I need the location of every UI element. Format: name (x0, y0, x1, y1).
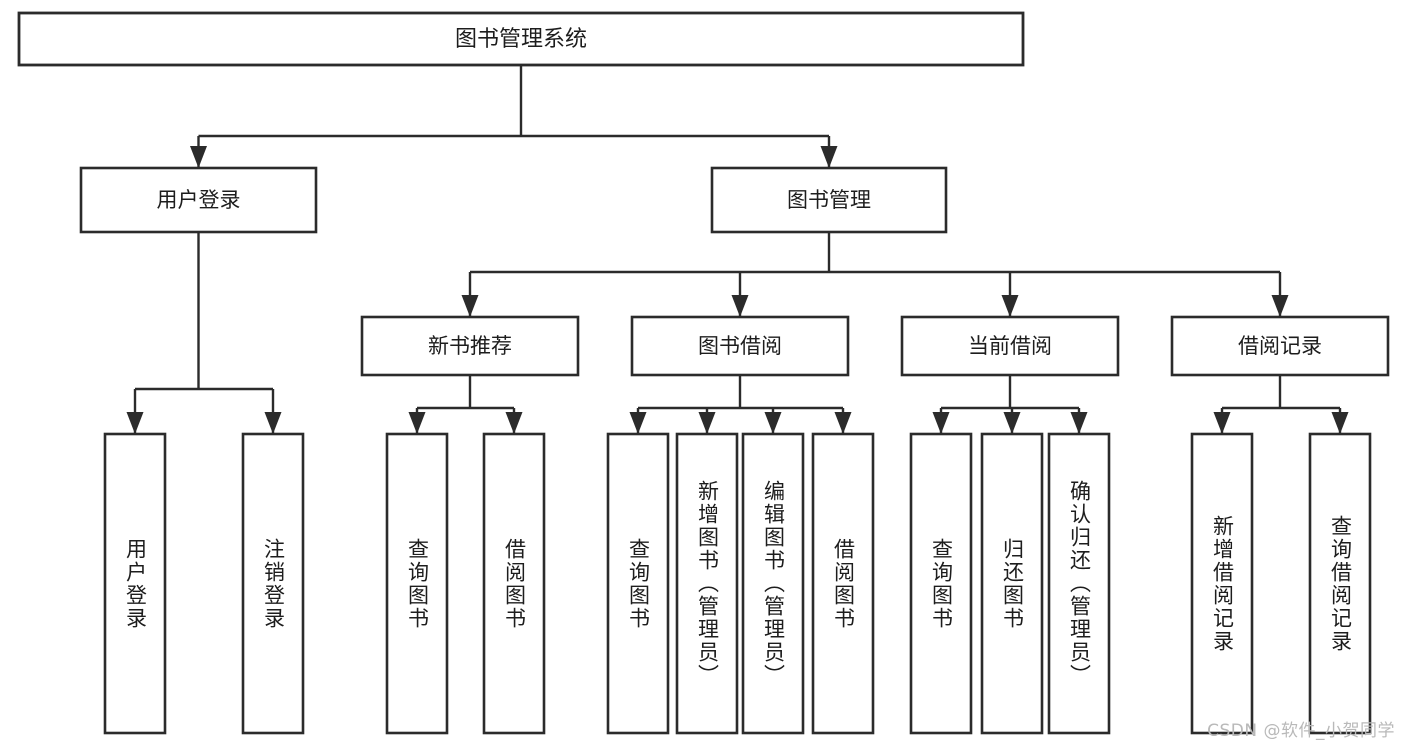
leaf-node-box-6[interactable] (741, 432, 805, 735)
level2-node-label-1: 图书管理 (787, 188, 871, 212)
arrow-head-icon-leaf-12 (1331, 412, 1349, 434)
leaf-node-box-3[interactable] (482, 432, 546, 735)
arrow-head-icon-leaf-5 (698, 412, 716, 434)
arrow-head-icon-leaf-3 (505, 412, 523, 434)
leaf-node-box-0[interactable] (103, 432, 167, 735)
level3-node-label-3: 借阅记录 (1238, 334, 1322, 358)
arrow-head-icon-leaf-6 (764, 412, 782, 434)
connector-layer (126, 65, 1349, 434)
level2-node-box-0[interactable] (79, 166, 318, 234)
level2-node-box-1[interactable] (710, 166, 948, 234)
leaf-node-box-2[interactable] (385, 432, 449, 735)
leaf-node-box-1[interactable] (241, 432, 305, 735)
arrow-head-icon-leaf-11 (1213, 412, 1231, 434)
root-node-box[interactable] (17, 11, 1025, 67)
leaf-node-box-9[interactable] (980, 432, 1044, 735)
level3-node-label-0: 新书推荐 (428, 334, 512, 358)
arrow-head-icon-leaf-2 (408, 412, 426, 434)
level3-node-label-1: 图书借阅 (698, 334, 782, 358)
arrow-head-icon-leaf-0 (126, 412, 144, 434)
arrow-head-icon-level3-1 (731, 295, 749, 317)
node-box-layer (17, 11, 1390, 735)
leaf-node-box-12[interactable] (1308, 432, 1372, 735)
arrow-head-icon-level3-3 (1271, 295, 1289, 317)
level3-node-label-2: 当前借阅 (968, 334, 1052, 358)
watermark: CSDN @软件_小贺同学 (1207, 721, 1395, 741)
leaf-node-box-8[interactable] (909, 432, 973, 735)
arrow-head-icon-level2-1 (820, 146, 838, 168)
leaf-node-box-10[interactable] (1047, 432, 1111, 735)
leaf-node-box-5[interactable] (675, 432, 739, 735)
arrow-head-icon-leaf-4 (629, 412, 647, 434)
level3-node-box-2[interactable] (900, 315, 1120, 377)
arrow-head-icon-leaf-9 (1003, 412, 1021, 434)
level2-node-label-0: 用户登录 (157, 188, 241, 212)
arrow-head-icon-leaf-8 (932, 412, 950, 434)
level3-node-box-1[interactable] (630, 315, 850, 377)
root-node-label: 图书管理系统 (455, 27, 587, 52)
arrow-head-icon-level2-0 (190, 146, 207, 168)
leaf-node-box-11[interactable] (1190, 432, 1254, 735)
leaf-node-box-7[interactable] (811, 432, 875, 735)
arrow-head-icon-leaf-7 (834, 412, 852, 434)
leaf-node-box-4[interactable] (606, 432, 670, 735)
arrow-head-icon-level3-2 (1001, 295, 1019, 317)
arrow-head-icon-leaf-1 (264, 412, 282, 434)
level3-node-box-3[interactable] (1170, 315, 1390, 377)
arrow-head-icon-level3-0 (461, 295, 479, 317)
level3-node-box-0[interactable] (360, 315, 580, 377)
arrow-head-icon-leaf-10 (1070, 412, 1088, 434)
